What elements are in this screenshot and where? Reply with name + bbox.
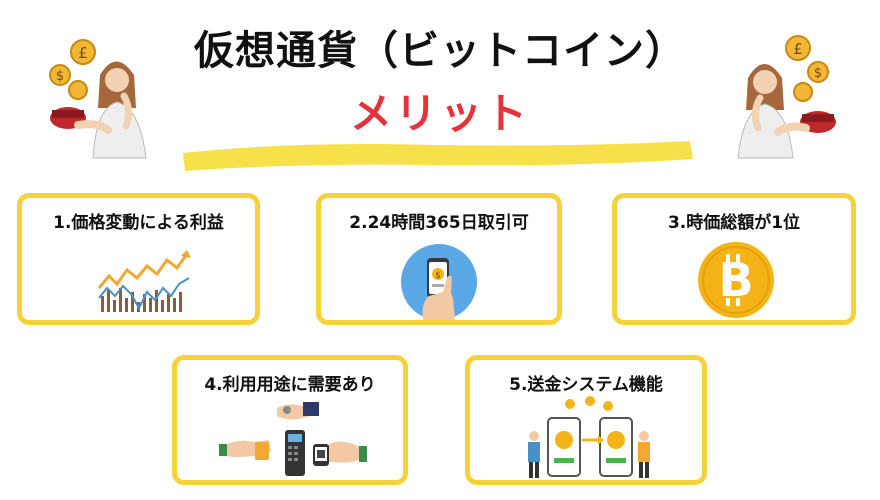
phone-coin-icon: $ [401, 244, 477, 320]
card-use-cases: 4.利用用途に需要あり [172, 355, 408, 485]
card-title: 5.送金システム機能 [509, 375, 663, 395]
svg-text:£: £ [793, 40, 803, 58]
card-title: 1.価格変動による利益 [53, 213, 224, 233]
svg-text:$: $ [814, 66, 822, 81]
page-subtitle: メリット [349, 89, 530, 138]
card-title: 2.24時間365日取引可 [349, 213, 529, 233]
page-title: 仮想通貨（ビットコイン） [194, 28, 686, 74]
woman-coins-illustration-left: £ $ [49, 39, 147, 159]
card-market-cap: 3.時価総額が1位 B [612, 193, 856, 325]
card-title: 3.時価総額が1位 [667, 213, 801, 233]
bitcoin-icon: B [698, 242, 774, 318]
price-chart-icon [97, 250, 191, 312]
card-title: 4.利用用途に需要あり [204, 375, 376, 395]
svg-text:$: $ [435, 271, 441, 281]
woman-coins-illustration-right: £ $ [737, 35, 836, 159]
payment-icon [219, 402, 367, 476]
svg-text:$: $ [56, 69, 64, 84]
svg-text:£: £ [78, 44, 88, 62]
money-transfer-icon [528, 396, 650, 478]
brush-stroke-decoration [183, 141, 693, 171]
card-24h-trading: 2.24時間365日取引可 $ [316, 193, 562, 325]
card-price-volatility: 1.価格変動による利益 [17, 193, 260, 325]
card-remittance: 5.送金システム機能 [465, 355, 707, 485]
